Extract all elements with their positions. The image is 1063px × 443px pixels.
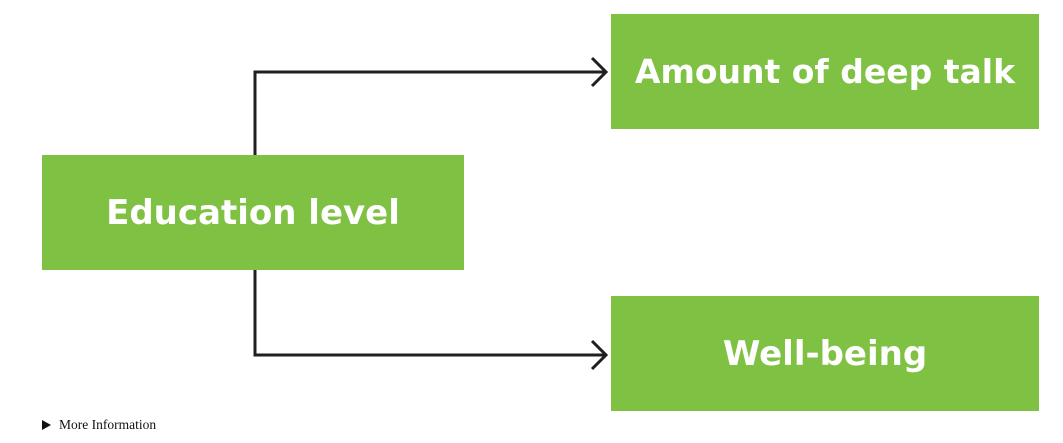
triangle-right-icon (42, 420, 51, 430)
more-information-toggle[interactable]: More Information (42, 417, 156, 433)
arrow-education-to-deep-talk (253, 56, 609, 155)
node-label: Well-being (722, 333, 928, 374)
node-well-being: Well-being (611, 296, 1039, 411)
node-label: Education level (106, 192, 400, 233)
more-information-label: More Information (59, 417, 157, 432)
node-label: Amount of deep talk (634, 52, 1016, 91)
node-education-level: Education level (42, 155, 464, 270)
node-amount-of-deep-talk: Amount of deep talk (611, 14, 1039, 129)
connector-lines (253, 56, 609, 371)
arrow-education-to-well-being (253, 270, 609, 371)
diagram: Amount of deep talk Education level Well… (42, 14, 1039, 411)
